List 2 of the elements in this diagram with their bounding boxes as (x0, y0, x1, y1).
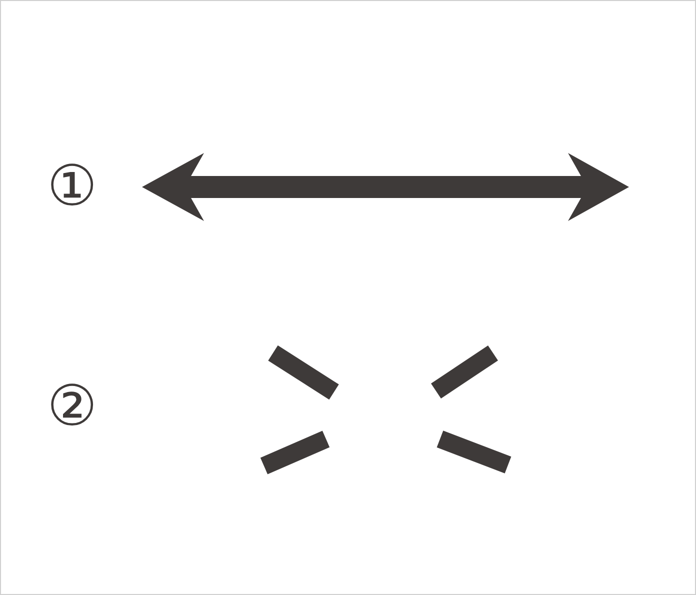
callout-number: ① (47, 159, 98, 215)
callout-number: ② (47, 379, 98, 435)
